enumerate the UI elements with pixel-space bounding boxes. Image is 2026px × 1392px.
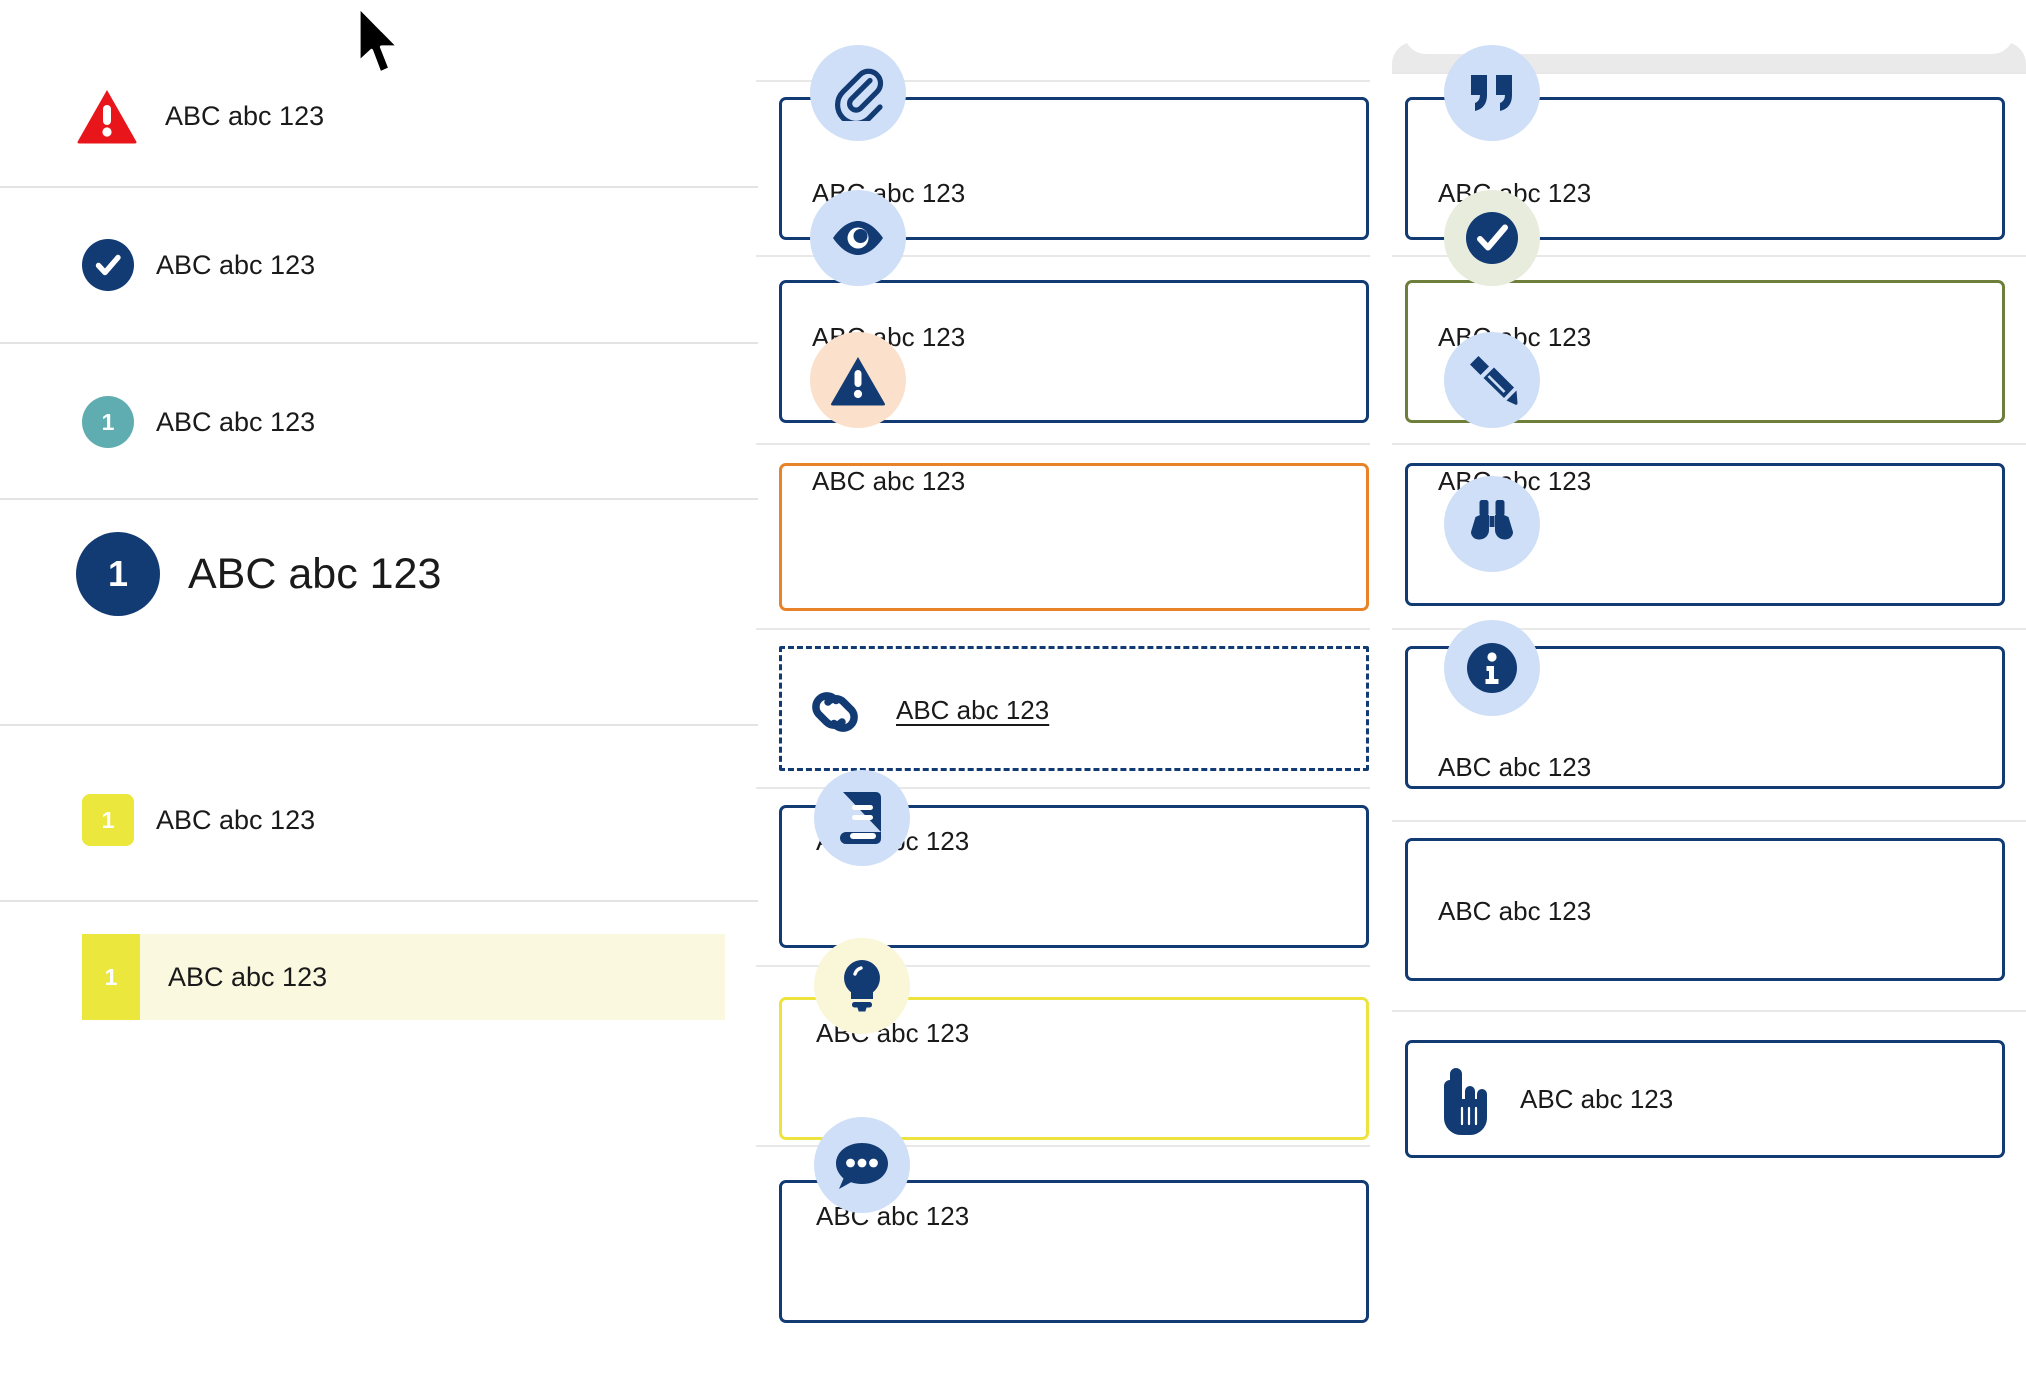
card-divider bbox=[756, 1145, 1370, 1147]
link-chain-icon bbox=[802, 682, 868, 742]
list-divider bbox=[0, 498, 758, 500]
binoculars-icon bbox=[1444, 476, 1540, 572]
card-divider bbox=[1392, 820, 2026, 822]
list-divider bbox=[0, 724, 758, 726]
list-item[interactable]: 1 ABC abc 123 bbox=[0, 388, 758, 456]
check-circle-icon bbox=[1444, 190, 1540, 286]
card-divider bbox=[1392, 255, 2026, 257]
lightbulb-icon bbox=[814, 938, 910, 1034]
left-list-panel: ABC abc 123 ABC abc 123 1 ABC abc 123 1 … bbox=[0, 0, 758, 1392]
list-item-label: ABC abc 123 bbox=[156, 804, 316, 835]
list-divider bbox=[0, 342, 758, 344]
card-divider bbox=[756, 965, 1370, 967]
card-label: ABC abc 123 bbox=[1438, 896, 1592, 926]
card-label: ABC abc 123 bbox=[1438, 752, 1592, 782]
card-label: ABC abc 123 bbox=[1520, 1084, 1674, 1114]
list-item-label: ABC abc 123 bbox=[156, 249, 316, 280]
number-badge: 1 bbox=[82, 934, 140, 1020]
background-panel-inner bbox=[1404, 0, 2014, 54]
pencil-icon bbox=[1444, 332, 1540, 428]
card-link-label[interactable]: ABC abc 123 bbox=[896, 695, 1050, 725]
card-link[interactable] bbox=[779, 646, 1369, 771]
card-divider bbox=[1392, 443, 2026, 445]
list-divider bbox=[0, 900, 758, 902]
card-label: ABC abc 123 bbox=[812, 466, 966, 496]
number-badge: 1 bbox=[82, 794, 134, 846]
eye-icon bbox=[810, 190, 906, 286]
number-badge: 1 bbox=[76, 532, 160, 616]
list-divider bbox=[0, 186, 758, 188]
book-icon bbox=[814, 770, 910, 866]
card-divider bbox=[756, 628, 1370, 630]
list-item[interactable]: ABC abc 123 bbox=[0, 231, 758, 299]
card-divider bbox=[756, 80, 1370, 82]
warning-triangle-icon bbox=[76, 88, 138, 144]
list-item[interactable]: 1 ABC abc 123 bbox=[0, 786, 758, 854]
paperclip-icon bbox=[810, 45, 906, 141]
quote-icon bbox=[1444, 45, 1540, 141]
card-divider bbox=[756, 443, 1370, 445]
chat-bubble-icon bbox=[814, 1117, 910, 1213]
card-action[interactable] bbox=[1405, 1040, 2005, 1158]
list-item-selected[interactable]: 1 ABC abc 123 bbox=[82, 934, 725, 1020]
card-divider bbox=[1392, 72, 2026, 74]
card-divider bbox=[756, 787, 1370, 789]
list-item-label: ABC abc 123 bbox=[168, 961, 328, 992]
list-item-label: ABC abc 123 bbox=[156, 406, 316, 437]
card-divider bbox=[756, 255, 1370, 257]
warning-triangle-icon bbox=[810, 332, 906, 428]
card-divider bbox=[1392, 628, 2026, 630]
check-circle-icon bbox=[82, 239, 134, 291]
list-item[interactable]: ABC abc 123 bbox=[0, 80, 758, 152]
list-item-label: ABC abc 123 bbox=[165, 100, 325, 131]
card-info[interactable] bbox=[1405, 838, 2005, 981]
list-item-label: ABC abc 123 bbox=[188, 549, 442, 598]
list-item[interactable]: 1 ABC abc 123 bbox=[0, 529, 758, 619]
pointing-hand-icon bbox=[1432, 1064, 1494, 1136]
card-divider bbox=[1392, 1010, 2026, 1012]
info-circle-icon bbox=[1444, 620, 1540, 716]
card-warning[interactable] bbox=[779, 463, 1369, 611]
number-badge: 1 bbox=[82, 396, 134, 448]
